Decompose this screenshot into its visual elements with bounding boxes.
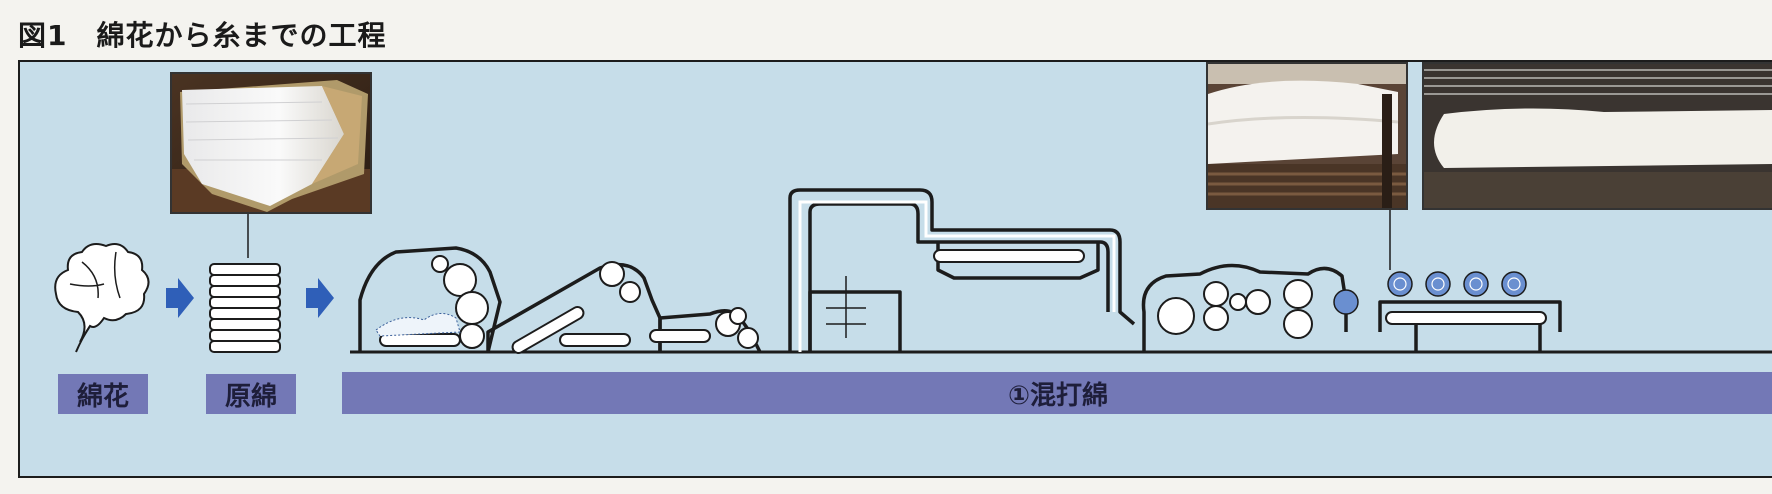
figure-title: 図1 綿花から糸までの工程 [18, 14, 386, 54]
bale-stack-icon [210, 264, 280, 352]
label-raw-cotton: 原綿 [206, 374, 296, 414]
process-panel: 綿花 原綿 ①混打綿 [18, 60, 1772, 478]
cotton-boll-icon [55, 244, 148, 352]
arrow-right-icon [166, 278, 194, 318]
label-cotton: 綿花 [58, 374, 148, 414]
arrow-right-icon [306, 278, 334, 318]
label-blowing-process: ①混打綿 [342, 372, 1772, 414]
machine-diagram [20, 62, 1772, 362]
